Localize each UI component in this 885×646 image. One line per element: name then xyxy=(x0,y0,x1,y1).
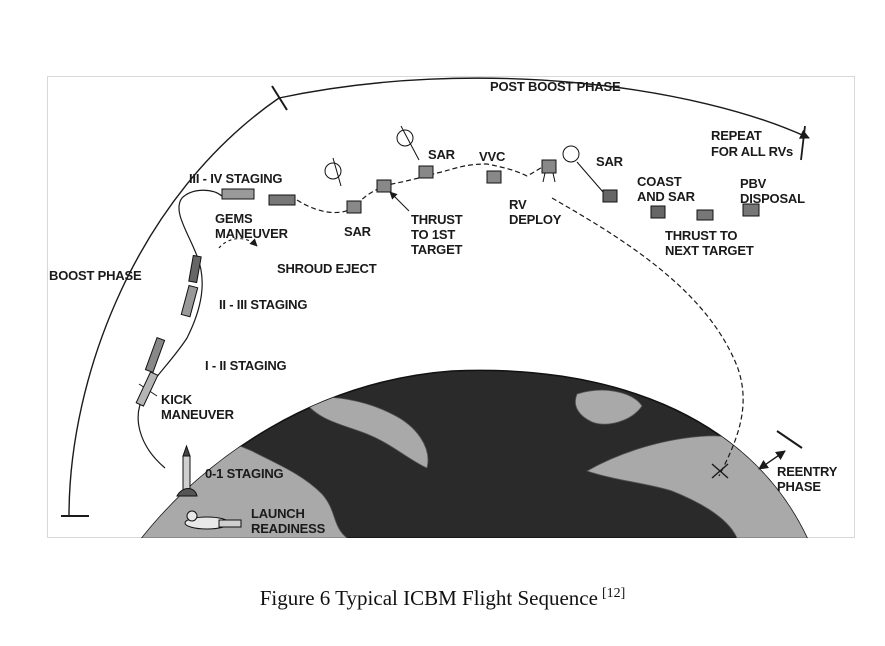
pbv-icon-rv-deploy xyxy=(541,159,557,183)
launch-readiness-label-line-1: LAUNCH xyxy=(251,506,305,521)
shroud-eject-label: SHROUD EJECT xyxy=(277,261,377,276)
repeat-label-line-1: REPEAT xyxy=(711,128,762,143)
pbv-icon-coast xyxy=(650,205,666,219)
pbv-icon-sar-2 xyxy=(396,125,434,179)
sar-label-3: SAR xyxy=(596,154,624,169)
reentry-label-line-1: REENTRY xyxy=(777,464,838,479)
thrust-first-target-label-line-1: THRUST xyxy=(411,212,463,227)
boost-phase-label: BOOST PHASE xyxy=(49,268,142,283)
gems-maneuver-label-line-1: GEMS xyxy=(215,211,253,226)
rv-reentry-path xyxy=(551,197,744,477)
earth xyxy=(141,369,808,538)
reentry-arrow xyxy=(758,450,786,470)
shroud-eject-path xyxy=(218,238,258,249)
figure-caption: Figure 6 Typical ICBM Flight Sequence[12… xyxy=(0,586,885,611)
sar-label-2: SAR xyxy=(428,147,456,162)
pbv-icon-thrust xyxy=(376,179,392,193)
staging-1-2-label: I - II STAGING xyxy=(205,358,287,373)
pbv-disposal-label-line-2: DISPOSAL xyxy=(740,191,805,206)
staging-0-1-label: 0-1 STAGING xyxy=(205,466,284,481)
thrust-first-target-label-line-3: TARGET xyxy=(411,242,463,257)
gems-maneuver-label-line-2: MANEUVER xyxy=(215,226,289,241)
caption-reference: [12] xyxy=(601,586,626,601)
impact-marker xyxy=(711,463,729,479)
vvc-label: VVC xyxy=(479,149,506,164)
post-boost-phase-label: POST BOOST PHASE xyxy=(490,79,621,94)
pbv-icon-disposal xyxy=(742,203,760,217)
repeat-label-line-2: FOR ALL RVs xyxy=(711,144,793,159)
rv-deploy-label-line-2: DEPLOY xyxy=(509,212,562,227)
staging-3-4-label: III - IV STAGING xyxy=(189,171,282,186)
thrust-next-target-label-line-2: NEXT TARGET xyxy=(665,243,754,258)
reentry-bracket xyxy=(776,430,803,449)
pbv-icon-sar-3 xyxy=(562,145,618,203)
kick-maneuver-label-line-1: KICK xyxy=(161,392,193,407)
continent-center xyxy=(301,396,429,469)
rocket-stage-3 xyxy=(221,188,296,206)
sar-label-1: SAR xyxy=(344,224,372,239)
coast-and-sar-label-line-1: COAST xyxy=(637,174,682,189)
post-boost-phase-arc xyxy=(278,77,810,139)
thrust-pointer xyxy=(389,191,410,212)
continent-upper-right xyxy=(575,389,643,425)
staging-2-3-label: II - III STAGING xyxy=(219,297,307,312)
rocket-stage-1 xyxy=(135,337,166,407)
launch-pad-vehicles xyxy=(184,510,242,530)
coast-and-sar-label-line-2: AND SAR xyxy=(637,189,696,204)
pbv-disposal-label-line-1: PBV xyxy=(740,176,767,191)
pbv-icon-thrust-next xyxy=(696,209,714,221)
reentry-label-line-2: PHASE xyxy=(777,479,821,494)
thrust-next-target-label-line-1: THRUST TO xyxy=(665,228,737,243)
pbv-icon-vvc xyxy=(486,170,502,184)
launch-rocket xyxy=(176,444,198,497)
repeat-bracket-tick xyxy=(800,125,806,161)
pbv-icon-sar-1 xyxy=(324,157,362,214)
boost-phase-bracket xyxy=(68,97,280,517)
launch-trajectory xyxy=(137,189,223,469)
launch-readiness-label-line-2: READINESS xyxy=(251,521,326,536)
thrust-first-target-label-line-2: TO 1ST xyxy=(411,227,455,242)
icbm-flight-sequence-diagram: POST BOOST PHASE BOOST PHASE REPEAT FOR … xyxy=(47,76,855,538)
rocket-stage-2 xyxy=(180,254,202,318)
rv-deploy-label-line-1: RV xyxy=(509,197,527,212)
caption-text: Figure 6 Typical ICBM Flight Sequence xyxy=(259,586,598,610)
kick-maneuver-label-line-2: MANEUVER xyxy=(161,407,235,422)
